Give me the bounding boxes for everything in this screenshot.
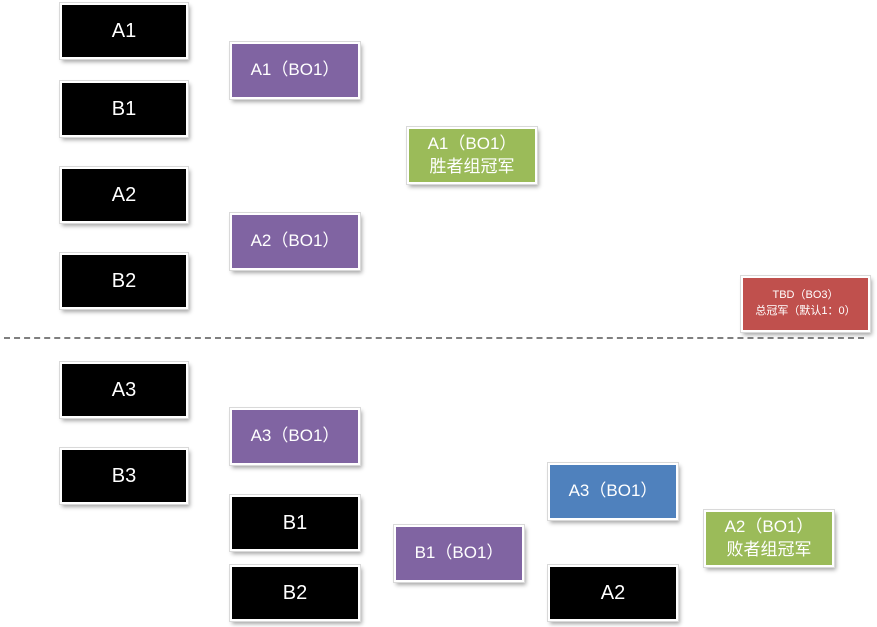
upper-r1-slot-b2: B2 bbox=[60, 253, 188, 309]
champion-match-label: A1（BO1） bbox=[427, 133, 517, 153]
slot-label: B2 bbox=[111, 269, 137, 292]
match-label: A3（BO1） bbox=[568, 481, 658, 501]
winners-bracket-champion: A1（BO1） 胜者组冠军 bbox=[407, 127, 537, 184]
slot-label: A1 bbox=[111, 19, 137, 42]
slot-label: A3 bbox=[111, 378, 137, 401]
slot-label: B1 bbox=[111, 97, 137, 120]
upper-r1-slot-a1: A1 bbox=[60, 3, 188, 59]
lower-r1-slot-b3: B3 bbox=[60, 448, 188, 504]
lower-r3-match-b1: B1（BO1） bbox=[394, 525, 524, 582]
final-title: 总冠军（默认1：0） bbox=[755, 305, 856, 317]
lower-r1-slot-a3: A3 bbox=[60, 362, 188, 418]
upper-r1-slot-b1: B1 bbox=[60, 81, 188, 137]
lower-r2-match-1: A3（BO1） bbox=[230, 408, 360, 465]
losers-bracket-champion: A2（BO1） 败者组冠军 bbox=[704, 510, 834, 567]
bracket-divider bbox=[4, 337, 864, 339]
lower-r2-slot-b2: B2 bbox=[230, 565, 360, 621]
grand-final: TBD（BO3） 总冠军（默认1：0） bbox=[741, 276, 870, 332]
slot-label: B3 bbox=[111, 464, 137, 487]
champion-match-label: A2（BO1） bbox=[724, 516, 814, 536]
champion-title: 胜者组冠军 bbox=[429, 156, 515, 176]
lower-r2-slot-b1: B1 bbox=[230, 495, 360, 551]
lower-r3-slot-a2: A2 bbox=[548, 565, 678, 621]
match-label: B1（BO1） bbox=[414, 543, 504, 563]
upper-r2-match-2: A2（BO1） bbox=[230, 213, 360, 270]
lower-r3-match-a3: A3（BO1） bbox=[548, 463, 678, 520]
slot-label: A2 bbox=[600, 581, 626, 604]
upper-r1-slot-a2: A2 bbox=[60, 167, 188, 223]
slot-label: B1 bbox=[282, 511, 308, 534]
champion-title: 败者组冠军 bbox=[726, 539, 812, 559]
upper-r2-match-1: A1（BO1） bbox=[230, 42, 360, 99]
match-label: A2（BO1） bbox=[250, 231, 340, 251]
slot-label: B2 bbox=[282, 581, 308, 604]
match-label: A1（BO1） bbox=[250, 60, 340, 80]
slot-label: A2 bbox=[111, 183, 137, 206]
match-label: A3（BO1） bbox=[250, 426, 340, 446]
final-match-label: TBD（BO3） bbox=[772, 289, 839, 302]
